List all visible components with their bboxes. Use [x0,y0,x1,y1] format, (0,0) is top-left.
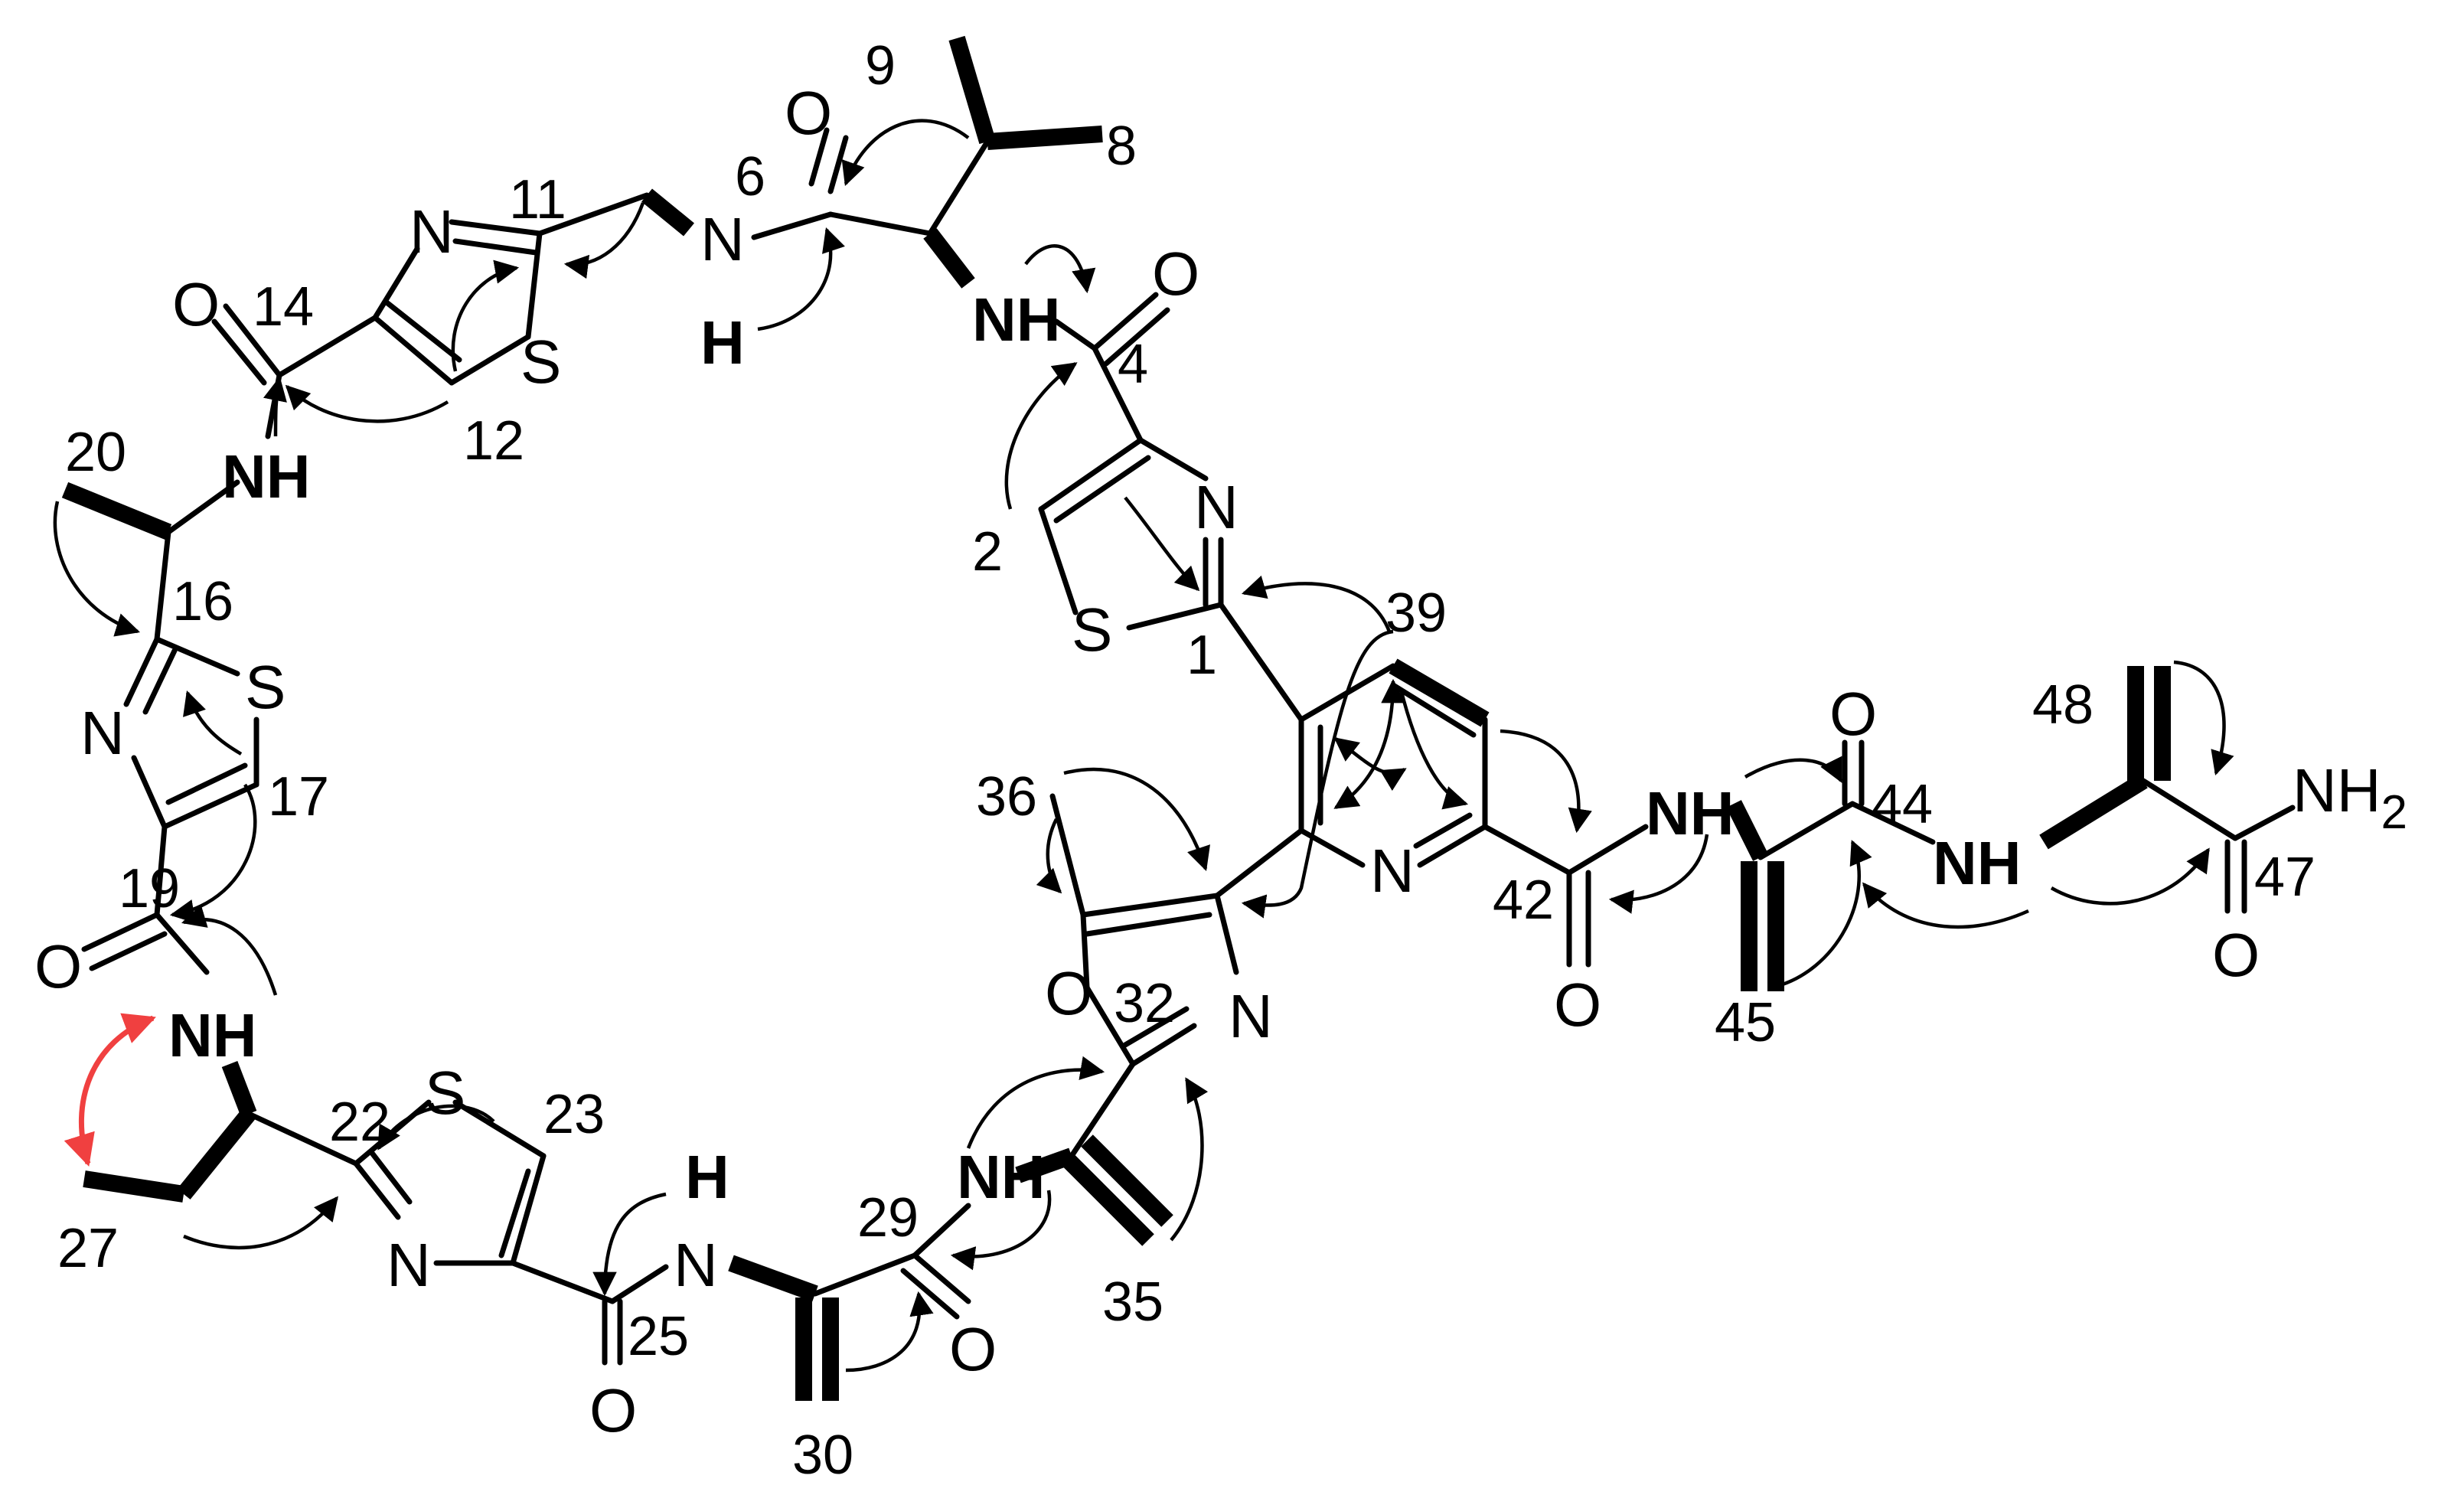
atom-s-11: S [521,328,561,396]
num-11: 11 [509,169,566,230]
position-numbers: 9 8 6 11 14 4 12 20 2 16 1 39 17 48 36 4… [57,35,2316,1486]
atom-o-44: O [1829,680,1877,748]
atom-o-19: O [34,932,82,1000]
atom-nh-19: NH [168,1001,257,1069]
num-48: 48 [2032,674,2094,736]
atom-o-47: O [2212,921,2260,989]
num-35: 35 [1102,1271,1163,1333]
atom-h-25: H [685,1143,729,1211]
num-39: 39 [1385,583,1447,644]
atom-nh-29: NH [957,1143,1046,1211]
num-47: 47 [2254,847,2316,908]
num-17: 17 [268,766,329,827]
atom-nh-4: NH [972,286,1061,354]
num-42: 42 [1493,870,1554,931]
num-23: 23 [543,1084,605,1145]
num-22: 22 [329,1092,390,1153]
num-4: 4 [1118,334,1148,395]
num-29: 29 [857,1187,919,1249]
num-19: 19 [119,858,180,919]
num-20: 20 [65,422,126,483]
atom-o-42: O [1554,971,1601,1039]
bond-skeleton [61,35,2296,1401]
num-16: 16 [172,571,233,632]
num-45: 45 [1715,992,1776,1053]
atom-nh2-47: NH2 [2293,756,2407,839]
atom-s-22: S [425,1059,465,1127]
num-44: 44 [1872,774,1933,835]
atom-n-32: N [1229,982,1273,1050]
atom-o-14: O [172,270,220,338]
atom-s-thz1: S [1072,596,1112,664]
correlation-arrows [53,119,2234,1373]
num-9: 9 [865,35,896,96]
num-12: 12 [463,410,524,472]
atom-n-16: N [80,699,125,767]
atom-o-9: O [785,79,832,147]
atom-nh-14: NH [222,442,311,511]
atom-n-6: N [700,205,745,273]
atom-n-25: N [674,1231,718,1299]
atom-o-4: O [1152,240,1199,308]
nh2-main: NH [2293,756,2381,824]
atom-labels: O N H NH O N S O NH N S S N O NH S N H N… [34,79,2407,1444]
atom-h-6: H [700,308,745,377]
atom-nh-44: NH [1933,829,2022,897]
atom-o-32: O [1045,959,1092,1027]
num-6: 6 [735,146,765,207]
num-32: 32 [1114,973,1175,1034]
nh2-subscript: 2 [2381,786,2407,839]
atom-n-22: N [387,1231,431,1299]
num-2: 2 [972,521,1003,583]
atom-o-29: O [949,1315,997,1383]
atom-n-11: N [410,197,454,266]
num-30: 30 [792,1425,853,1486]
num-8: 8 [1106,116,1137,177]
num-36: 36 [976,766,1037,827]
atom-n-py: N [1370,837,1415,905]
atom-n-thz1: N [1194,473,1239,541]
num-1: 1 [1186,625,1217,686]
atom-o-25: O [589,1376,637,1444]
atom-nh-42: NH [1646,779,1735,847]
atom-s-16: S [245,653,286,721]
num-25: 25 [628,1306,689,1367]
num-14: 14 [253,276,314,338]
num-27: 27 [57,1218,119,1279]
